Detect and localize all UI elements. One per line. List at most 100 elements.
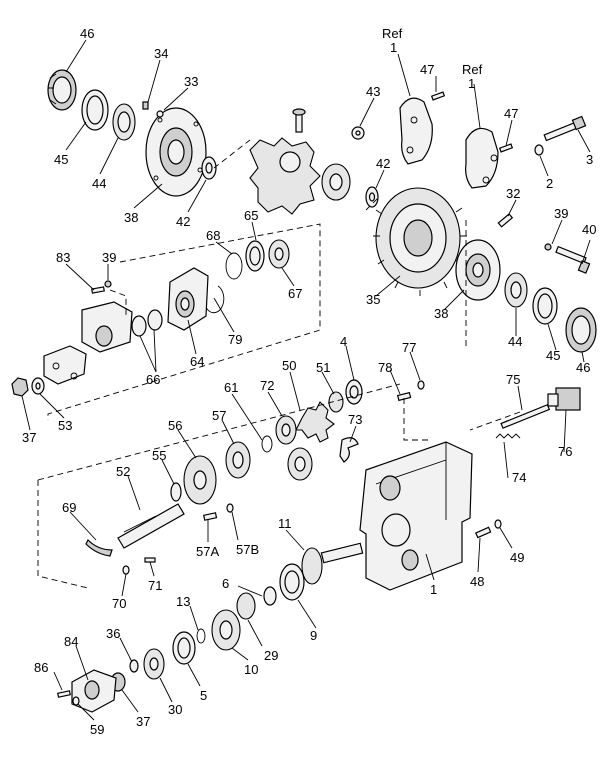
part-51-bearing [328, 391, 344, 413]
part-64-cage-housing [167, 267, 209, 331]
part-36-washer [129, 659, 139, 673]
part-29-bearing-cone [236, 592, 256, 620]
callout-39-right: 39 [554, 206, 568, 221]
callout-42-left: 42 [176, 214, 190, 229]
part-40-capscrew [555, 245, 591, 274]
part-67-bearing-cone [268, 239, 290, 269]
part-52-input-shaft [117, 503, 185, 549]
callout-5: 5 [200, 688, 207, 703]
part-57-clutch-collar [225, 441, 251, 479]
callout-35: 35 [366, 292, 380, 307]
callout-56: 56 [168, 418, 182, 433]
callout-9: 9 [310, 628, 317, 643]
part-50-spider [295, 401, 335, 443]
callout-70: 70 [112, 596, 126, 611]
part-6-spacer [263, 586, 277, 606]
callout-48: 48 [470, 574, 484, 589]
part-10-pinion-gear [211, 609, 241, 651]
callout-76: 76 [558, 444, 572, 459]
callout-51: 51 [316, 360, 330, 375]
callout-29: 29 [264, 648, 278, 663]
callout-45-right: 45 [546, 348, 560, 363]
callout-37-lower: 37 [136, 714, 150, 729]
callout-59: 59 [90, 722, 104, 737]
part-75-shift-shaft [500, 403, 551, 429]
part-32-bolt [497, 213, 514, 228]
leader-lines [21, 39, 591, 721]
part-73-shift-fork [339, 437, 359, 463]
callout-78: 78 [378, 360, 392, 375]
part-78-bolt [396, 391, 412, 402]
callout-79: 79 [228, 332, 242, 347]
callout-10: 10 [244, 662, 258, 677]
part-4-washer [345, 379, 363, 405]
callout-46-top: 46 [80, 26, 94, 41]
callout-1-ref-top: 1 [390, 40, 397, 55]
part-44-bearing-cone-right [504, 272, 528, 308]
callout-86: 86 [34, 660, 48, 675]
part-35-ring-gear [373, 187, 467, 296]
callout-4: 4 [340, 334, 347, 349]
part-42-thrust-washer-left [201, 156, 217, 180]
part-5-bearing-cup [172, 631, 196, 665]
part-30-bearing-cone [143, 648, 165, 680]
part-11-pinion [301, 542, 364, 585]
part-43-washer [351, 126, 365, 140]
callout-65: 65 [244, 208, 258, 223]
part-48-bolt [474, 526, 492, 539]
callout-42-right: 42 [376, 156, 390, 171]
part-spider-assembly [249, 108, 321, 215]
part-39-bolt-right [544, 243, 552, 251]
part-3-capscrew [543, 115, 587, 142]
part-bearing-cap-left [399, 97, 433, 165]
part-72-side-gear [275, 415, 297, 445]
callout-44-right: 44 [508, 334, 522, 349]
part-47-bolt-b [498, 143, 514, 153]
part-side-gear-right [321, 163, 351, 201]
callout-71: 71 [148, 578, 162, 593]
part-42-thrust-washer-right [365, 186, 379, 208]
callout-11: 11 [278, 516, 292, 531]
callout-37-upper: 37 [22, 430, 36, 445]
callout-32: 32 [506, 186, 520, 201]
callout-13: 13 [176, 594, 190, 609]
callout-67: 67 [288, 286, 302, 301]
part-bearing-cap-right [465, 127, 499, 189]
part-49-washer [494, 519, 502, 529]
part-74-spring [495, 433, 521, 439]
callout-3: 3 [586, 152, 593, 167]
callout-34: 34 [154, 46, 168, 61]
part-38-case-half-right [455, 239, 501, 301]
callout-77: 77 [402, 340, 416, 355]
callout-6: 6 [222, 576, 229, 591]
part-44-bearing-cone-left [112, 103, 136, 141]
part-37-nut-upper [11, 377, 29, 397]
part-69-shim [85, 538, 113, 557]
part-56-helical-gear [183, 455, 217, 505]
part-45-bearing-cup-right [532, 287, 558, 325]
part-13-snap-ring [196, 628, 206, 644]
part-1-carrier-housing [359, 441, 473, 591]
callout-1-ref-right: 1 [468, 76, 475, 91]
callout-47-right: 47 [504, 106, 518, 121]
callout-57A: 57A [196, 544, 219, 559]
callout-50: 50 [282, 358, 296, 373]
part-61-snap-ring [261, 435, 273, 453]
part-83-bolt [91, 286, 105, 294]
callout-74: 74 [512, 470, 526, 485]
part-70-washer [122, 565, 130, 575]
part-46-adjuster-right [565, 307, 597, 353]
part-53-washer [31, 377, 45, 395]
callout-64: 64 [190, 354, 204, 369]
callout-49: 49 [510, 550, 524, 565]
part-2-washer [534, 144, 544, 156]
part-39-bolt-left [104, 280, 112, 288]
callout-labels: 46 34 33 45 44 38 42 Ref 1 47 43 42 Ref … [22, 26, 596, 737]
part-84-cover [71, 669, 117, 713]
part-65-bearing-cup [245, 240, 265, 272]
callout-30: 30 [168, 702, 182, 717]
callout-44-left: 44 [92, 176, 106, 191]
callout-61: 61 [224, 380, 238, 395]
